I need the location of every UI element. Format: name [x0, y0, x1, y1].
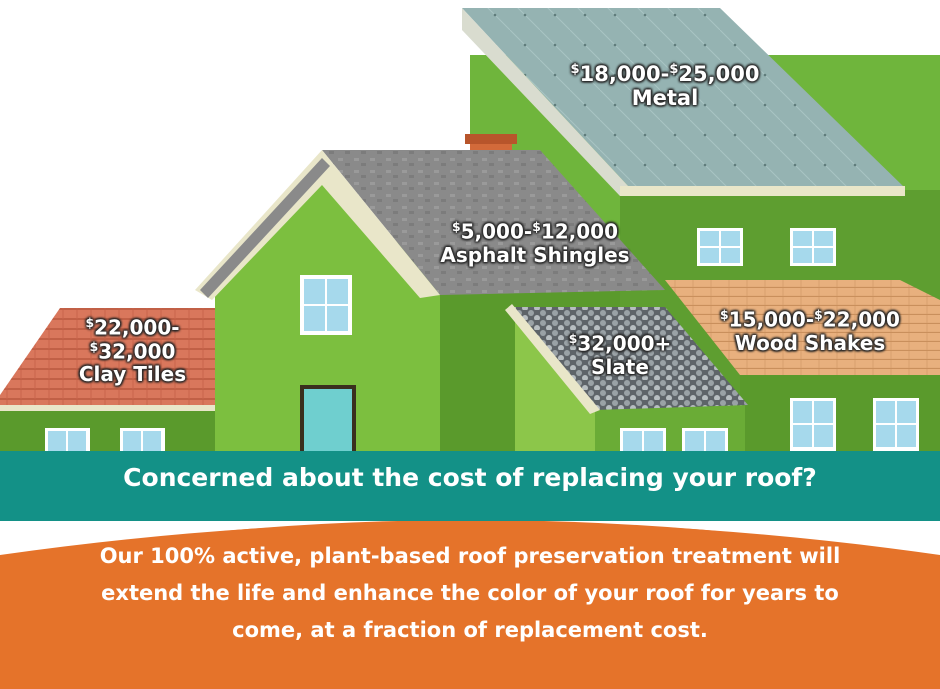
metal-name: Metal: [631, 86, 699, 111]
window: [873, 398, 919, 451]
slate-roof: [512, 307, 748, 410]
headline: Concerned about the cost of replacing yo…: [123, 463, 817, 492]
asphalt-price-label: $5,000-$12,000 Asphalt Shingles: [395, 219, 675, 267]
window: [697, 228, 743, 266]
metal-roof: [462, 8, 905, 188]
slate-house: [505, 304, 748, 451]
clay-roof: [0, 308, 215, 408]
clay-name: Clay Tiles: [78, 362, 187, 387]
slate-price-label: $32,000+ Slate: [560, 331, 680, 379]
clay-price-label: $22,000- $32,000 Clay Tiles: [40, 315, 225, 387]
slate-name: Slate: [591, 354, 649, 379]
metal-roof-house: [462, 8, 940, 451]
clay-tile-house: [0, 308, 215, 451]
teal-band: [0, 451, 940, 521]
window: [300, 275, 352, 335]
wood-shake-house: [665, 280, 940, 451]
asphalt-name: Asphalt Shingles: [440, 242, 630, 267]
window: [790, 228, 836, 266]
door: [300, 385, 356, 451]
body-text: Our 100% active, plant-based roof preser…: [99, 544, 841, 642]
metal-price-label: $18,000-$25,000 Metal: [540, 62, 790, 110]
wood-price-label: $15,000-$22,000 Wood Shakes: [690, 307, 930, 355]
wood-roof: [665, 280, 940, 375]
window: [790, 398, 836, 451]
asphalt-roof: [322, 150, 665, 295]
wood-name: Wood Shakes: [734, 330, 886, 355]
